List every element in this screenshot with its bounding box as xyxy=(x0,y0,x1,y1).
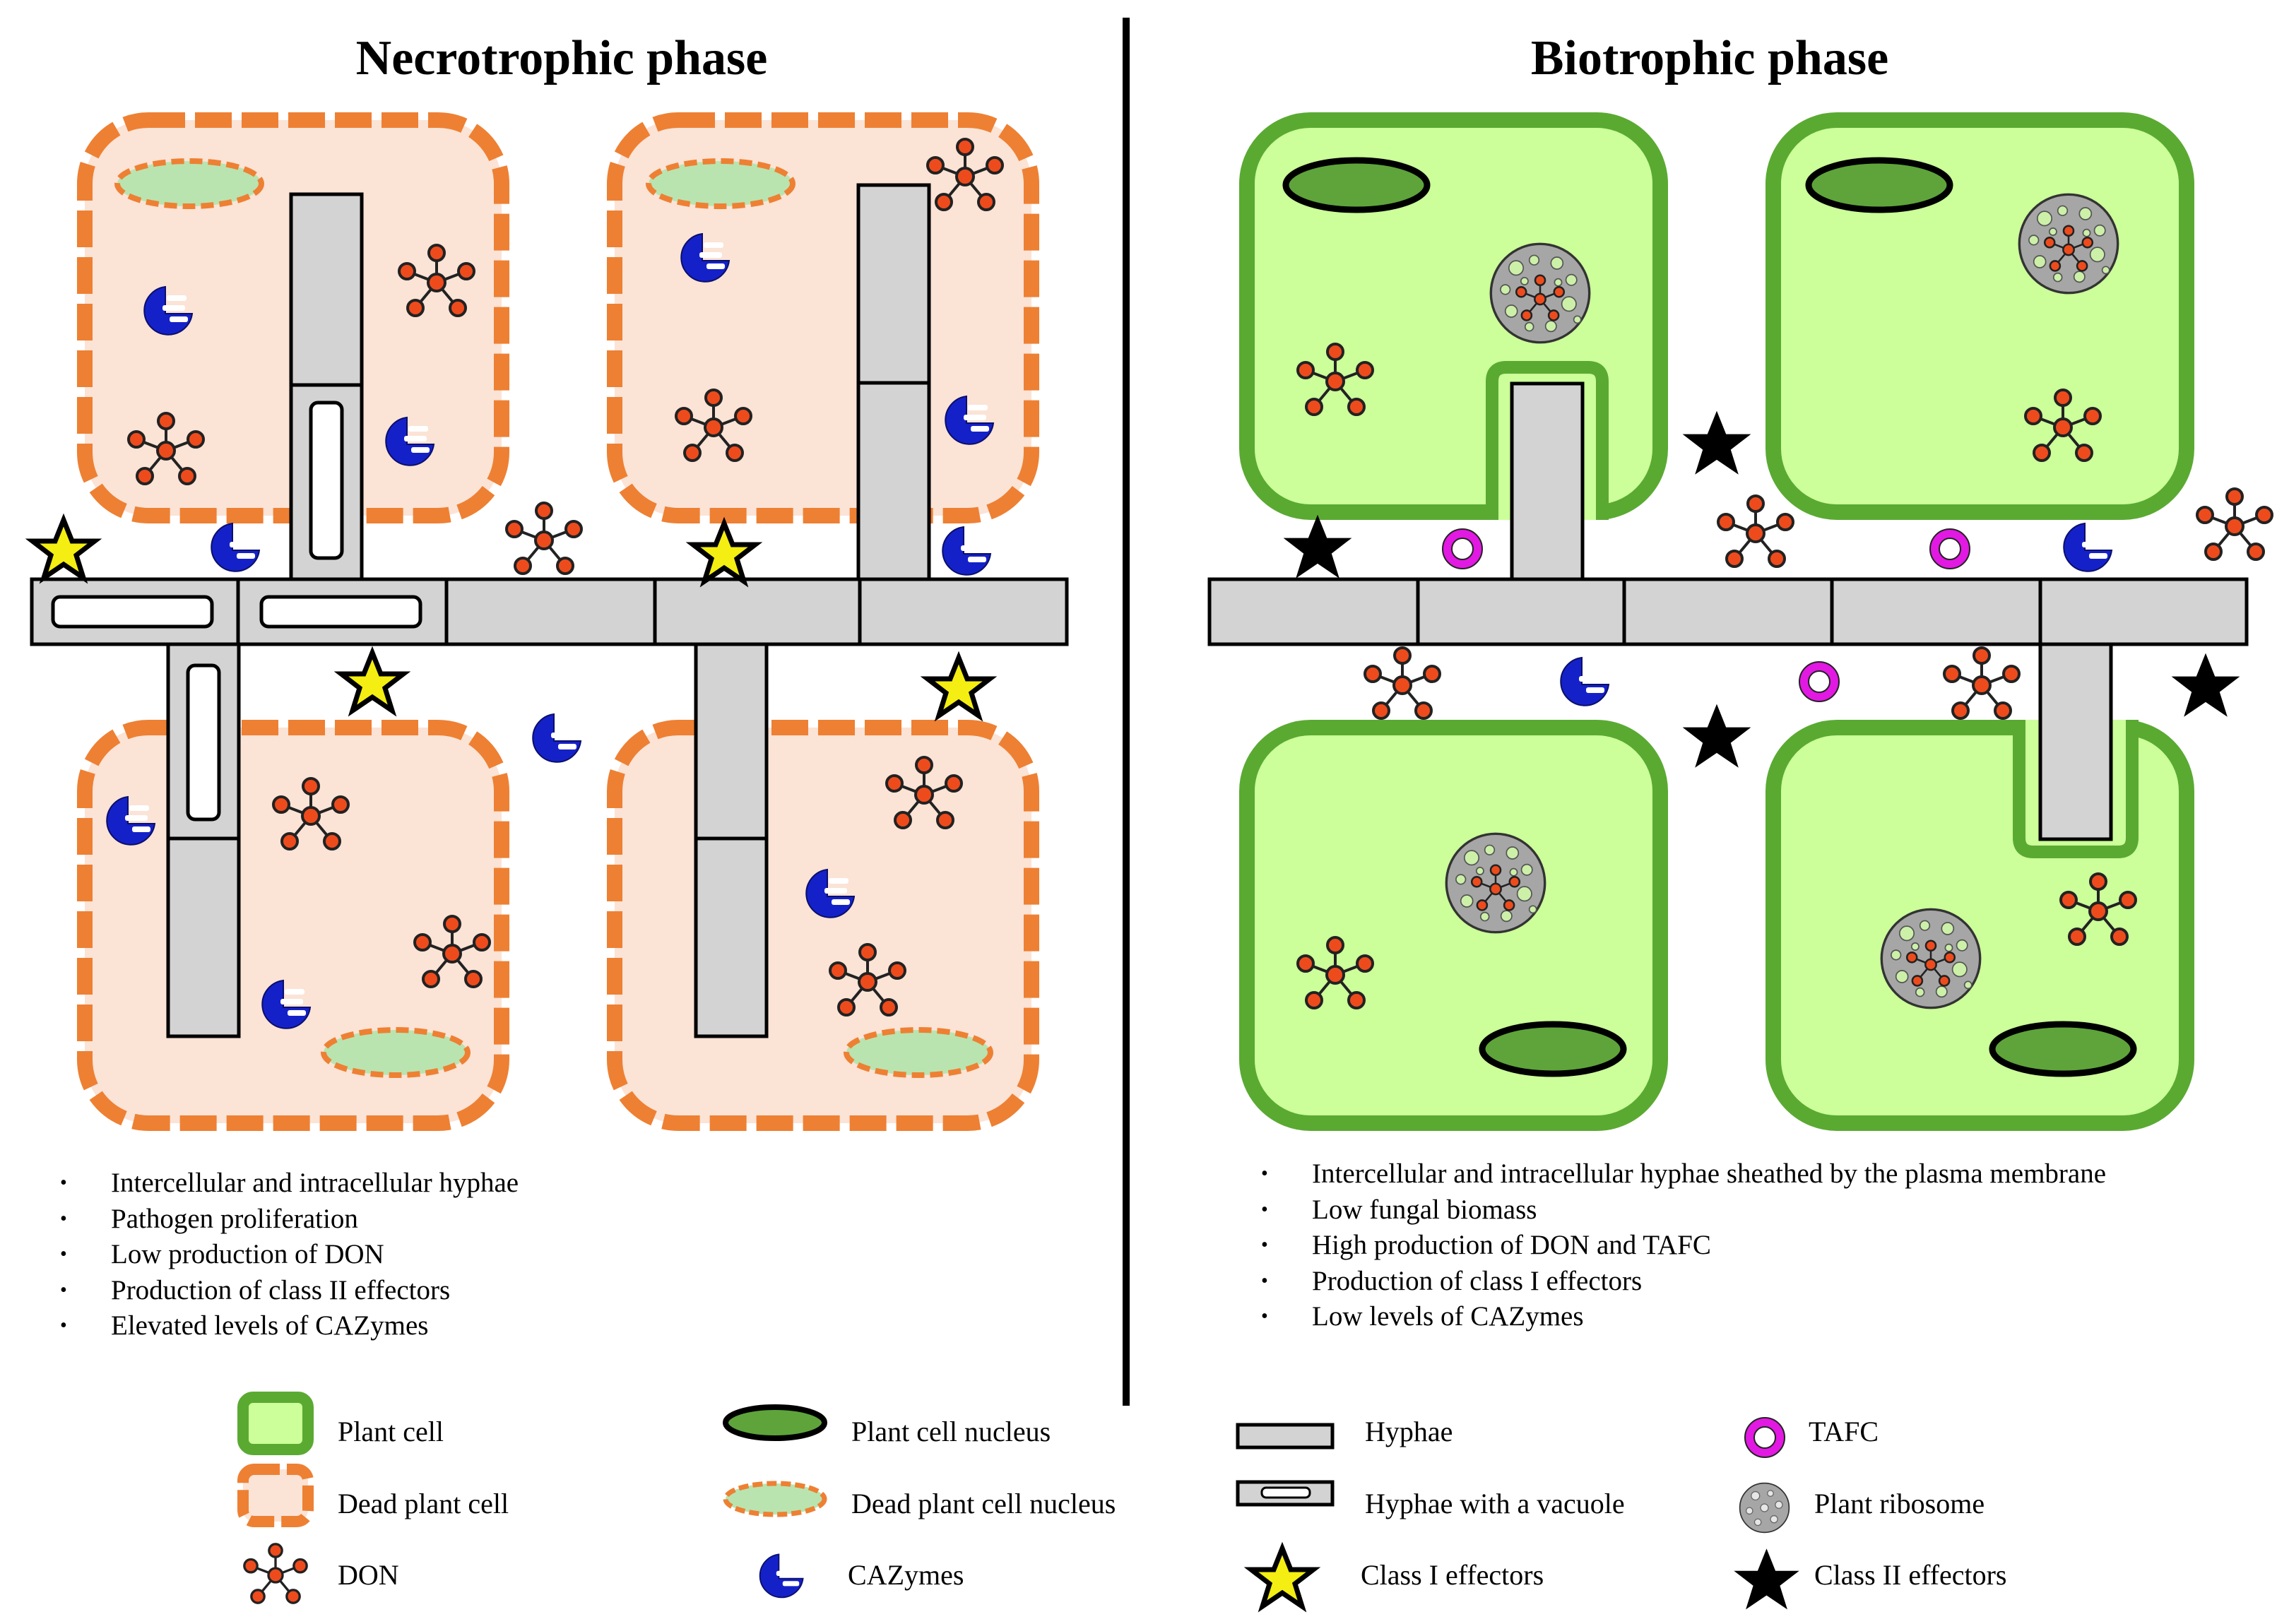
ribosome-icon xyxy=(1881,909,1980,1007)
note-item: Production of class I effectors xyxy=(1261,1264,2201,1300)
hyphae-segment xyxy=(858,577,1069,646)
hyphae-segment xyxy=(653,577,862,646)
dead-plant-cell-nucleus xyxy=(114,158,264,209)
cazyme-icon xyxy=(759,1553,804,1599)
hyphae-branch xyxy=(289,192,364,387)
class-two-star-icon xyxy=(2171,653,2240,717)
biotrophic-title: Biotrophic phase xyxy=(1531,31,1888,85)
biotrophic-notes: Intercellular and intracellular hyphae s… xyxy=(1261,1156,2201,1335)
hyphae-segment xyxy=(1207,577,1420,646)
don-molecule-icon xyxy=(1364,646,1441,720)
note-item: Pathogen proliferation xyxy=(60,1202,1049,1238)
hyphae-branch xyxy=(2038,642,2113,841)
hyphae-segment xyxy=(1622,577,1834,646)
ribosome-icon xyxy=(1446,834,1544,932)
necrotrophic-notes: Intercellular and intracellular hyphae P… xyxy=(60,1166,1049,1344)
note-item: Elevated levels of CAZymes xyxy=(60,1308,1049,1344)
legend-plant-cell: Plant cell xyxy=(338,1416,444,1447)
class-one-star-icon xyxy=(32,520,95,578)
dead-plant-cell-nucleus-icon xyxy=(723,1481,827,1517)
hyphae-vacuole xyxy=(259,595,422,629)
note-item: Intercellular and intracellular hyphae s… xyxy=(1261,1156,2201,1192)
tafc-ring-icon xyxy=(1799,661,1840,702)
class-one-star-icon xyxy=(928,658,990,716)
tafc-ring-icon xyxy=(1442,528,1483,569)
hyphae-vacuole xyxy=(51,595,214,629)
don-molecule-icon xyxy=(2196,487,2273,561)
class-two-star-icon xyxy=(1682,704,1751,768)
dead-plant-cell-icon xyxy=(237,1464,314,1527)
don-molecule-icon xyxy=(1943,646,2021,720)
hyphae-branch xyxy=(694,642,769,841)
plant-cell-nucleus xyxy=(1805,157,1953,213)
cazyme-icon xyxy=(211,523,260,572)
legend-class2: Class II effectors xyxy=(1814,1559,2007,1591)
ribosome-icon xyxy=(1739,1482,1790,1534)
note-item: Low levels of CAZymes xyxy=(1261,1299,2201,1335)
hyphae-segment xyxy=(1416,577,1626,646)
tafc-ring-icon xyxy=(1744,1417,1785,1458)
hyphae-branch xyxy=(694,836,769,1038)
biotrophic-panel xyxy=(1207,112,2273,1131)
legend-don: DON xyxy=(338,1559,399,1591)
legend-hyphae-vacuole: Hyphae with a vacuole xyxy=(1365,1488,1625,1519)
ribosome-icon xyxy=(2019,194,2117,292)
dead-plant-cell-nucleus xyxy=(321,1027,471,1078)
class-two-star-icon xyxy=(1734,1548,1799,1610)
class-one-star-icon xyxy=(341,653,403,711)
hyphae-vacuole xyxy=(186,663,221,822)
necrotrophic-title: Necrotrophic phase xyxy=(356,31,768,85)
hyphae-segment xyxy=(444,577,657,646)
legend-tafc: TAFC xyxy=(1809,1416,1879,1447)
note-item: Low production of DON xyxy=(60,1237,1049,1273)
class-two-star-icon xyxy=(1283,514,1352,579)
cazyme-icon xyxy=(2063,523,2112,572)
hyphae-segment xyxy=(2038,577,2249,646)
plant-cell-nucleus-icon xyxy=(723,1404,827,1441)
don-molecule-icon xyxy=(505,502,583,575)
plant-cell-icon xyxy=(237,1392,314,1455)
class-two-star-icon xyxy=(1682,410,1751,475)
note-item: High production of DON and TAFC xyxy=(1261,1228,2201,1264)
legend-ribosome: Plant ribosome xyxy=(1814,1488,1985,1519)
plant-cell-nucleus xyxy=(1282,157,1431,213)
class-one-star-icon xyxy=(1251,1548,1313,1606)
hyphae-segment xyxy=(1830,577,2042,646)
hyphae-vacuole-icon-inner xyxy=(1260,1486,1311,1499)
note-item: Low fungal biomass xyxy=(1261,1192,2201,1228)
hyphae-branch xyxy=(856,381,931,581)
cazyme-icon xyxy=(942,526,991,576)
plant-cell-nucleus xyxy=(1479,1021,1627,1077)
dead-plant-cell-nucleus xyxy=(646,158,795,209)
legend-class1: Class I effectors xyxy=(1361,1559,1544,1591)
legend-cazymes: CAZymes xyxy=(848,1559,964,1591)
legend-hyphae: Hyphae xyxy=(1365,1416,1453,1447)
tafc-ring-icon xyxy=(1929,528,1970,569)
necrotrophic-panel xyxy=(30,112,1069,1131)
hyphae-branch xyxy=(856,183,931,385)
hyphae-vacuole xyxy=(309,401,344,560)
don-molecule-icon xyxy=(1717,494,1794,568)
note-item: Production of class II effectors xyxy=(60,1273,1049,1309)
legend-dead-plant-cell: Dead plant cell xyxy=(338,1488,509,1519)
hyphae-branch xyxy=(1510,381,1585,581)
don-molecule-icon xyxy=(243,1543,308,1604)
cazyme-icon xyxy=(532,713,581,763)
legend-dead-plant-cell-nucleus: Dead plant cell nucleus xyxy=(851,1488,1116,1519)
hyphae-icon xyxy=(1236,1423,1335,1450)
plant-cell-nucleus xyxy=(1989,1021,2137,1077)
hyphae-branch xyxy=(166,836,241,1038)
note-item: Intercellular and intracellular hyphae xyxy=(60,1166,1049,1202)
dead-plant-cell-nucleus xyxy=(844,1027,993,1078)
legend-plant-cell-nucleus: Plant cell nucleus xyxy=(851,1416,1051,1447)
cazyme-icon xyxy=(1560,657,1609,706)
legend: Plant cell Dead plant cell DON Plant cel… xyxy=(237,1392,2007,1610)
ribosome-icon xyxy=(1491,244,1589,342)
class-one-star-icon xyxy=(693,523,755,581)
